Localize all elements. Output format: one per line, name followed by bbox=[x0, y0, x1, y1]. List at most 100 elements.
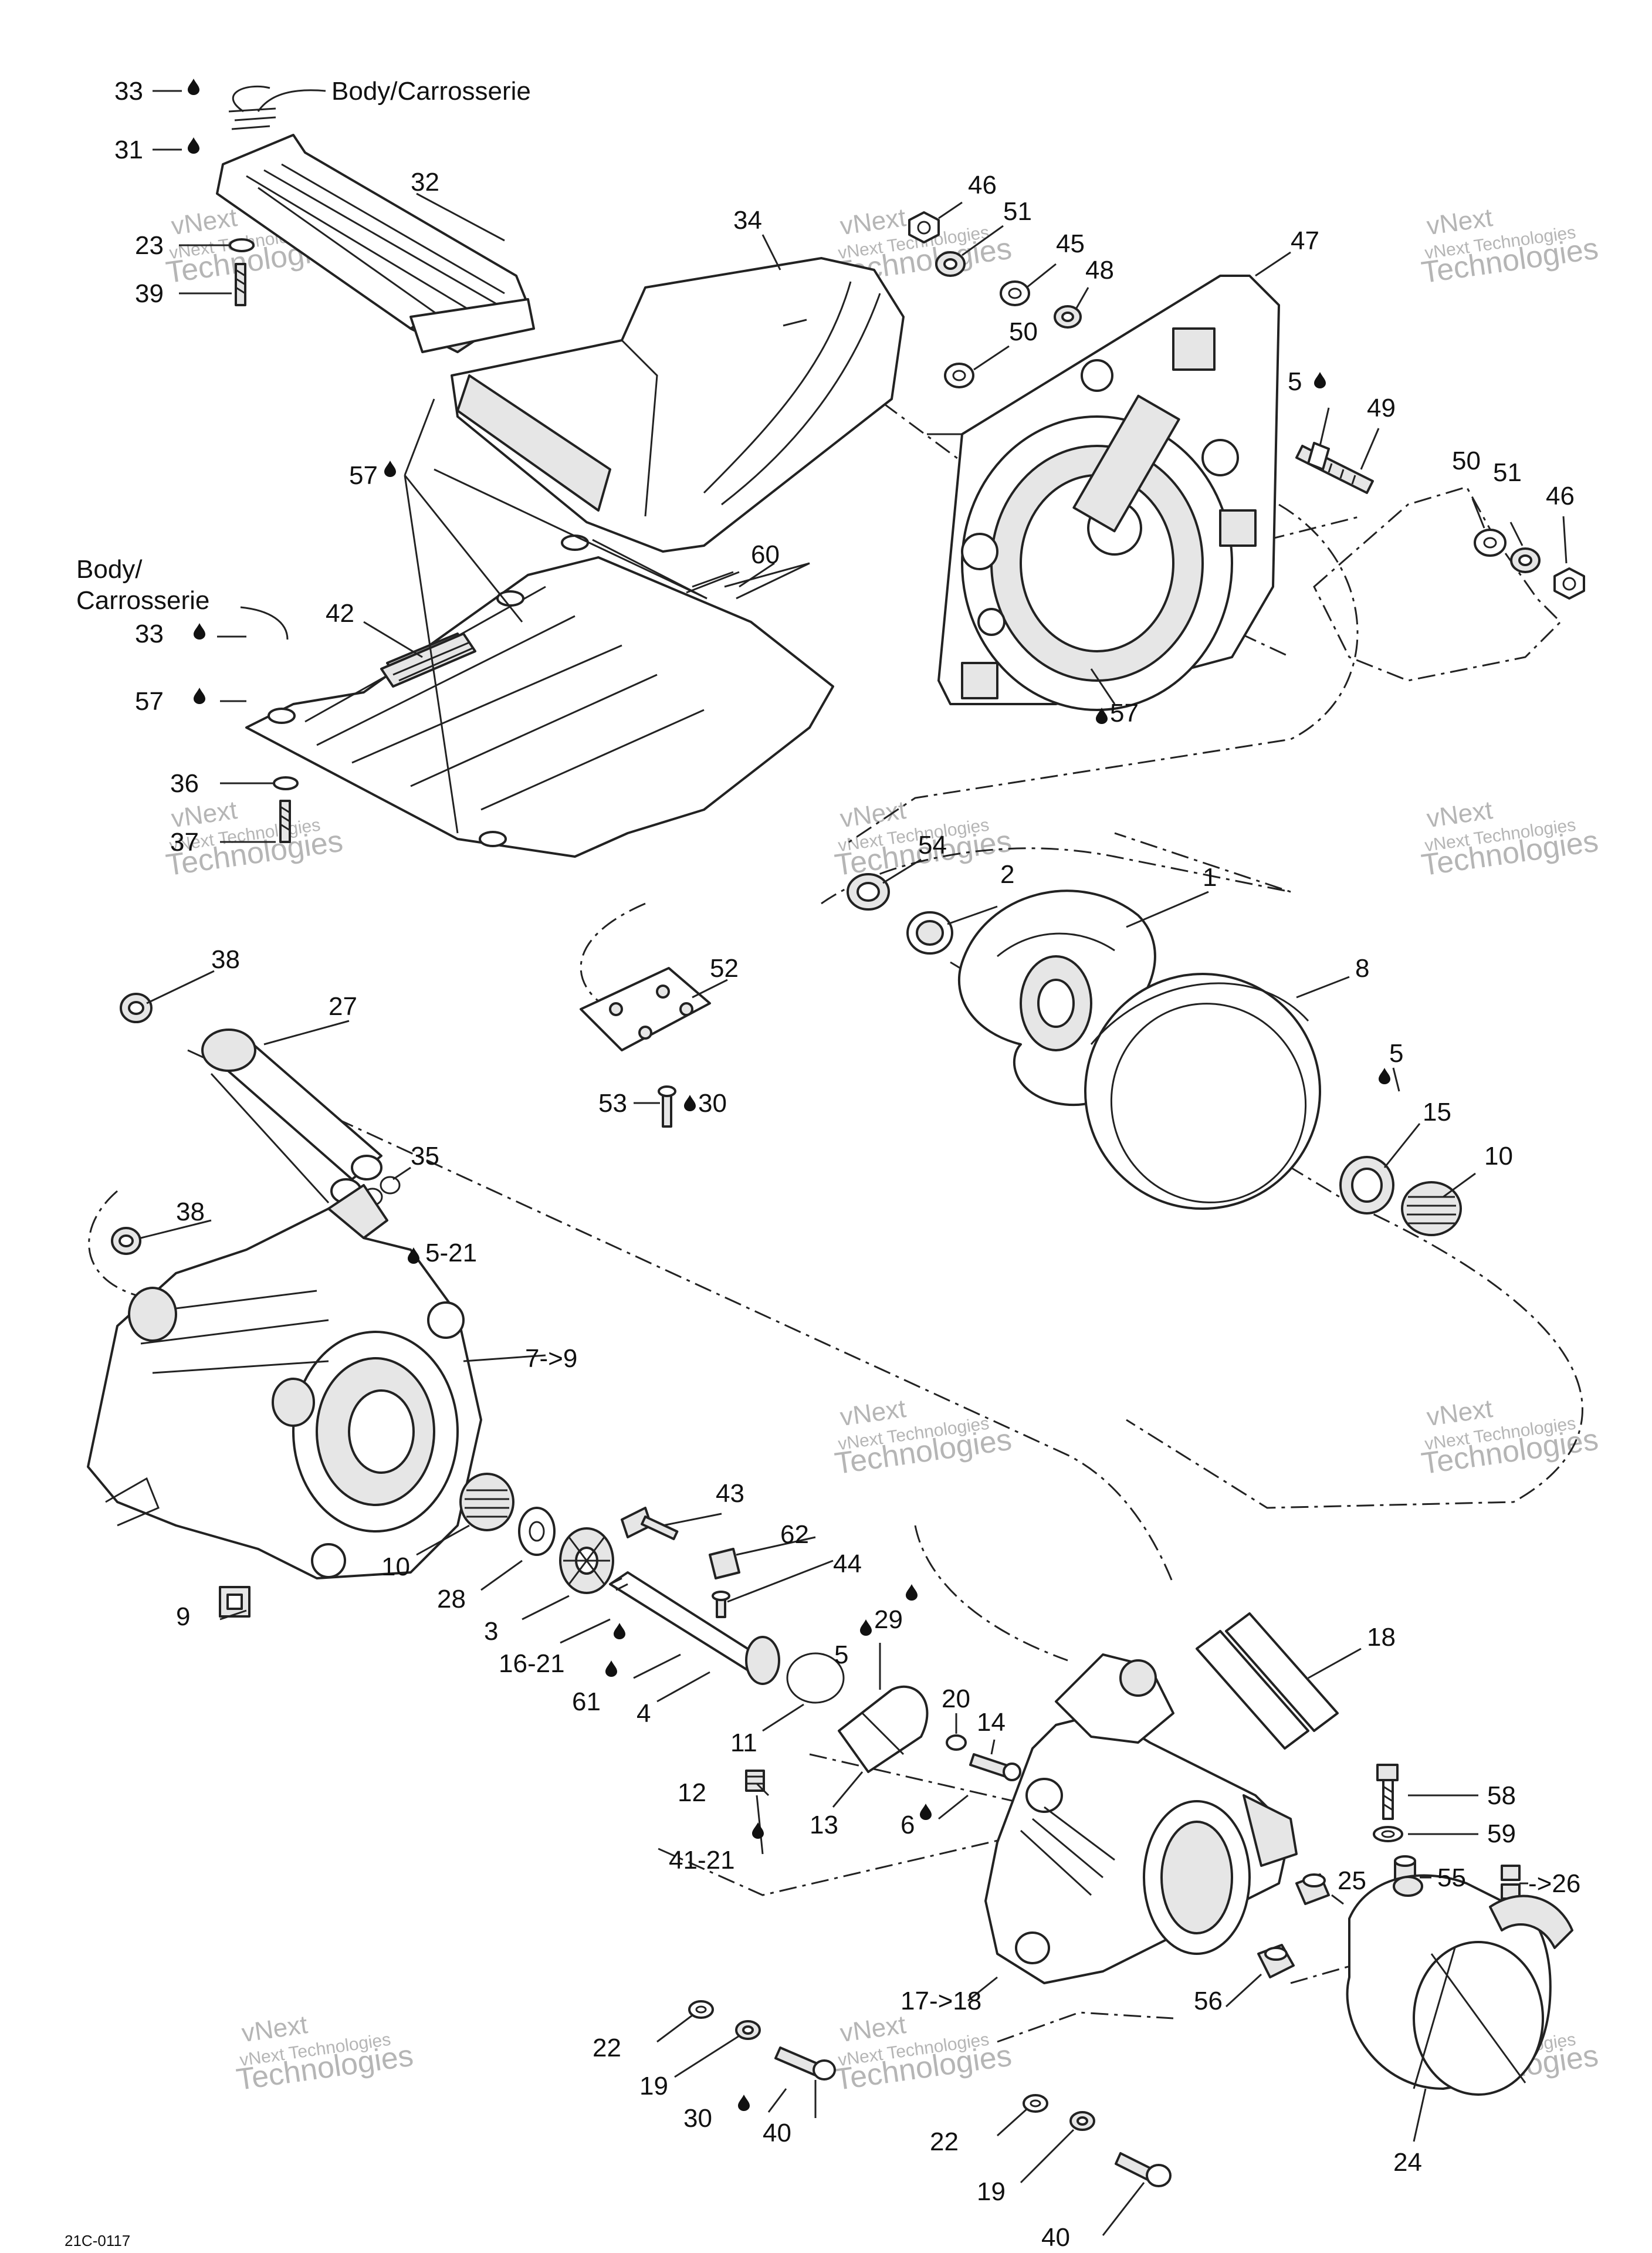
part-43-screw bbox=[621, 1507, 679, 1541]
callout-body-mid-1: Body/ bbox=[76, 555, 143, 584]
part-47-pump-support bbox=[927, 275, 1280, 711]
callout-9: 9 bbox=[176, 1602, 190, 1631]
callout-5: 5 bbox=[1288, 367, 1302, 396]
part-19-washer-a bbox=[735, 2020, 761, 2040]
callout-33: 33 bbox=[135, 620, 164, 648]
callout-45: 45 bbox=[1056, 229, 1085, 258]
drop-icon bbox=[188, 79, 199, 95]
callout-body-mid-2: Carrosserie bbox=[76, 586, 209, 615]
drop-icon bbox=[1379, 1068, 1390, 1084]
callout-50: 50 bbox=[1452, 446, 1481, 475]
callout-17-18: 17->18 bbox=[901, 1987, 981, 2015]
callout-48: 48 bbox=[1085, 256, 1114, 285]
watermark: vNext vNext Technologies Technologies bbox=[1419, 1394, 1600, 1481]
callout-6: 6 bbox=[901, 1811, 915, 1839]
callout-46: 46 bbox=[1546, 482, 1575, 510]
part-20-washer bbox=[946, 1734, 967, 1751]
callout-5-21: 5-21 bbox=[425, 1239, 477, 1267]
callout-40: 40 bbox=[763, 2119, 791, 2147]
drop-icon bbox=[194, 623, 205, 640]
callout-56: 56 bbox=[1194, 1987, 1223, 2015]
part-45-washer bbox=[1000, 280, 1030, 306]
callout-51: 51 bbox=[1493, 458, 1522, 487]
watermark: vNext vNext Technologies Technologies bbox=[1419, 203, 1600, 290]
callout-3: 3 bbox=[484, 1617, 498, 1646]
callout-22: 22 bbox=[593, 2034, 621, 2062]
watermark: vNext vNext Technologies Technologies bbox=[1419, 796, 1600, 882]
part-19-washer-b bbox=[1069, 2111, 1095, 2131]
callout-19: 19 bbox=[977, 2177, 1006, 2206]
callout-57: 57 bbox=[135, 687, 164, 716]
callout-24: 24 bbox=[1393, 2148, 1422, 2177]
part-7-pump-housing bbox=[87, 1184, 482, 1579]
callout-61: 61 bbox=[572, 1687, 601, 1716]
part-40-bolt-a bbox=[774, 2046, 836, 2081]
callout-body-top: Body/Carrosserie bbox=[331, 77, 531, 106]
callout-27: 27 bbox=[329, 992, 357, 1021]
part-26-bushings bbox=[1501, 1865, 1521, 1900]
part-38-nut-top bbox=[120, 993, 153, 1023]
part-10-bearing-left bbox=[459, 1473, 514, 1531]
callout-58: 58 bbox=[1487, 1781, 1516, 1810]
part-50-washer-right bbox=[1474, 529, 1507, 557]
callout-7-9: 7->9 bbox=[525, 1344, 577, 1373]
callout-42: 42 bbox=[326, 599, 354, 628]
callout-49: 49 bbox=[1367, 394, 1396, 422]
callout-55: 55 bbox=[1437, 1863, 1466, 1892]
drop-icon bbox=[906, 1584, 918, 1601]
callout-46: 46 bbox=[968, 171, 997, 199]
callout-15: 15 bbox=[1423, 1098, 1451, 1126]
part-58-bolt bbox=[1376, 1764, 1399, 1820]
part-46-nut bbox=[908, 211, 940, 243]
drop-icon bbox=[860, 1619, 872, 1636]
callout-43: 43 bbox=[716, 1479, 744, 1508]
callout-8: 8 bbox=[1355, 954, 1369, 983]
callout-54: 54 bbox=[918, 831, 947, 860]
callout-14: 14 bbox=[977, 1708, 1006, 1737]
part-23-washer bbox=[229, 238, 255, 252]
callout-25: 25 bbox=[1338, 1866, 1366, 1895]
callout-11: 11 bbox=[730, 1728, 757, 1757]
callout-39: 39 bbox=[135, 279, 164, 308]
callout-23: 23 bbox=[135, 231, 164, 260]
part-51-washer bbox=[935, 251, 966, 277]
part-32-ramp bbox=[216, 134, 535, 353]
part-22-washer-a bbox=[688, 2000, 714, 2019]
callout-5: 5 bbox=[1389, 1039, 1403, 1068]
callout-35: 35 bbox=[411, 1142, 439, 1171]
callout-38: 38 bbox=[211, 945, 240, 974]
part-34-hood bbox=[451, 257, 905, 553]
callout-41-21: 41-21 bbox=[669, 1846, 735, 1875]
part-4-shaft bbox=[609, 1571, 780, 1685]
callout-5: 5 bbox=[834, 1640, 848, 1669]
part-11-o-ring bbox=[786, 1652, 845, 1704]
callout-40: 40 bbox=[1041, 2223, 1070, 2252]
part-49-stud bbox=[1295, 442, 1374, 494]
part-22-washer-b bbox=[1023, 2094, 1048, 2113]
part-53-screw bbox=[658, 1085, 676, 1128]
callout-2: 2 bbox=[1000, 860, 1014, 889]
callout-22: 22 bbox=[930, 2127, 959, 2156]
part-56-nut bbox=[1257, 1944, 1295, 1978]
callout-19: 19 bbox=[639, 2072, 668, 2100]
part-33-sealant bbox=[228, 107, 276, 130]
part-36-washer bbox=[273, 776, 299, 790]
callout-20: 20 bbox=[942, 1684, 970, 1713]
drop-icon bbox=[738, 2095, 750, 2111]
callout-13: 13 bbox=[810, 1811, 838, 1839]
figure-code: 21C-0117 bbox=[65, 2232, 130, 2249]
callout-30: 30 bbox=[683, 2104, 712, 2133]
callout-37: 37 bbox=[170, 828, 199, 857]
callout-34: 34 bbox=[733, 206, 762, 235]
part-37-screw bbox=[279, 800, 291, 843]
part-44-screw bbox=[712, 1591, 730, 1618]
leader-lines bbox=[140, 85, 1568, 2236]
part-13-cone bbox=[838, 1685, 929, 1773]
callout-51: 51 bbox=[1003, 197, 1032, 226]
callout-38: 38 bbox=[176, 1197, 205, 1226]
callout-60: 60 bbox=[751, 540, 780, 569]
callout-26: ->26 bbox=[1528, 1869, 1580, 1898]
callout-33: 33 bbox=[114, 77, 143, 106]
callout-10: 10 bbox=[381, 1552, 410, 1581]
callout-1: 1 bbox=[1203, 863, 1217, 892]
